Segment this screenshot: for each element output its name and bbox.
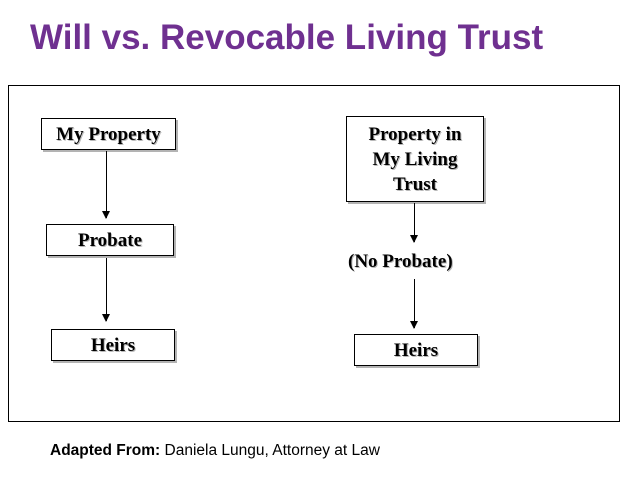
credit-line: Adapted From: Daniela Lungu, Attorney at… bbox=[50, 442, 380, 460]
arrow-probate-to-heirs bbox=[102, 258, 110, 322]
credit-label: Adapted From: bbox=[50, 442, 161, 459]
will-heirs-node: Heirs bbox=[51, 329, 175, 361]
credit-text: Daniela Lungu, Attorney at Law bbox=[164, 442, 380, 459]
my-property-label: My Property bbox=[56, 123, 161, 145]
my-property-node: My Property bbox=[41, 118, 176, 150]
slide-title: Will vs. Revocable Living Trust bbox=[30, 18, 544, 57]
will-heirs-label: Heirs bbox=[90, 334, 136, 356]
arrow-trust-to-no-probate bbox=[410, 203, 418, 243]
trust-heirs-node: Heirs bbox=[354, 334, 478, 366]
arrow-property-to-probate bbox=[102, 151, 110, 219]
trust-heirs-label: Heirs bbox=[393, 339, 439, 361]
probate-label: Probate bbox=[77, 229, 143, 251]
trust-property-line-1: Property in bbox=[368, 123, 462, 145]
trust-property-line-2: My Living bbox=[372, 148, 458, 170]
arrow-no-probate-to-heirs bbox=[410, 279, 418, 329]
probate-node: Probate bbox=[46, 224, 174, 256]
no-probate-label: (No Probate) bbox=[348, 251, 453, 272]
trust-property-node: Property in My Living Trust bbox=[346, 116, 484, 202]
trust-property-line-3: Trust bbox=[393, 173, 437, 195]
diagram-frame bbox=[8, 85, 620, 422]
